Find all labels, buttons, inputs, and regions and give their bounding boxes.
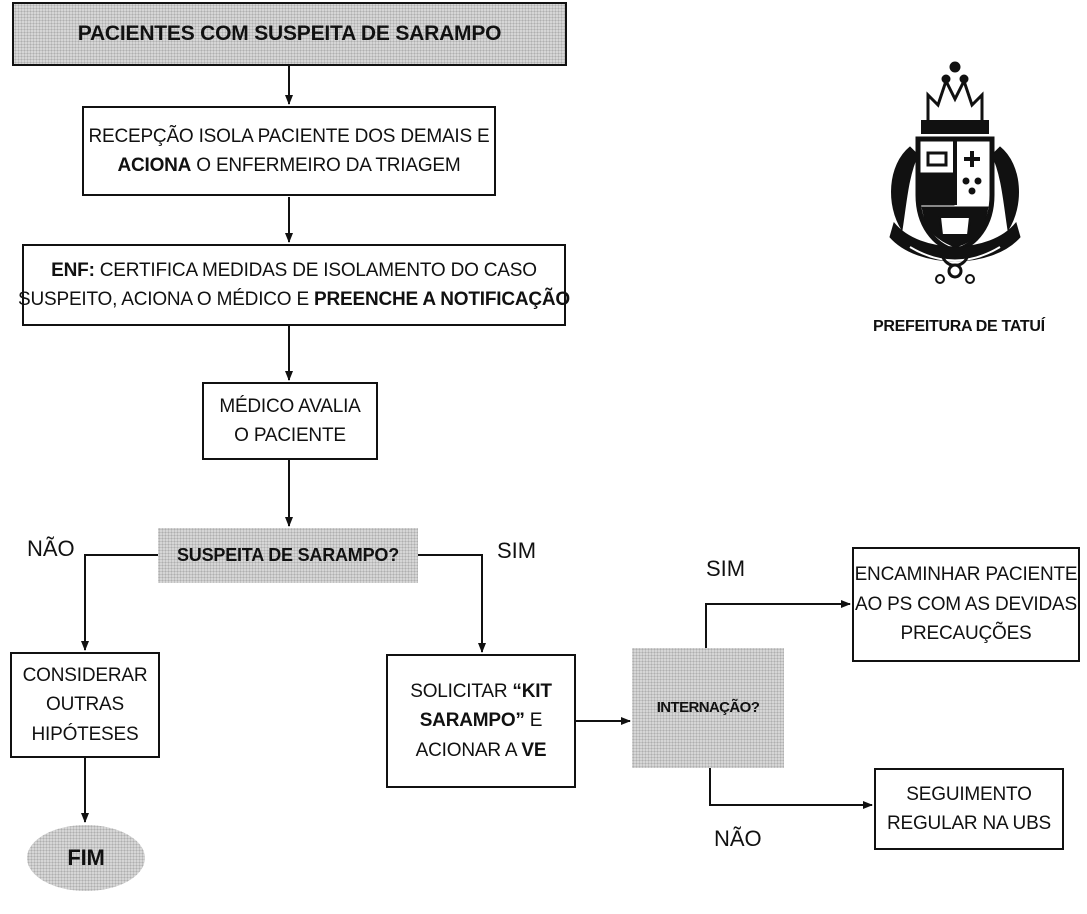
arrow-hosp-yes xyxy=(705,600,851,648)
end-terminal: FIM xyxy=(27,825,145,891)
coat-of-arms-icon xyxy=(889,61,1021,284)
step-request-kit: SOLICITAR “KIT SARAMPO” E ACIONAR A VE xyxy=(386,654,576,788)
label-no-left: NÃO xyxy=(27,536,75,561)
decision-measles: SUSPEITA DE SARAMPO? xyxy=(158,528,418,583)
decision-hospitalization: INTERNAÇÃO? xyxy=(632,648,784,768)
step-doctor: MÉDICO AVALIA O PACIENTE xyxy=(202,382,378,460)
logo-caption: PREFEITURA DE TATUÍ xyxy=(873,318,1045,335)
label-yes-mid: SIM xyxy=(497,538,537,563)
arrow-decision-no xyxy=(81,554,158,651)
step-refer-ps: ENCAMINHAR PACIENTE AO PS COM AS DEVIDAS… xyxy=(852,547,1080,662)
flow-title: PACIENTES COM SUSPEITA DE SARAMPO xyxy=(12,2,567,66)
label-yes-right: SIM xyxy=(706,556,746,581)
arrow-hosp-no xyxy=(709,768,873,809)
arrow-decision-yes xyxy=(418,554,486,653)
step-followup-ubs: SEGUIMENTO REGULAR NA UBS xyxy=(874,768,1064,850)
step-consider-hypotheses: CONSIDERAR OUTRAS HIPÓTESES xyxy=(10,652,160,758)
step-nurse: ENF: CERTIFICA MEDIDAS DE ISOLAMENTO DO … xyxy=(18,244,570,326)
step-reception: RECEPÇÃO ISOLA PACIENTE DOS DEMAIS E ACI… xyxy=(82,106,496,196)
label-no-right: NÃO xyxy=(714,826,762,851)
